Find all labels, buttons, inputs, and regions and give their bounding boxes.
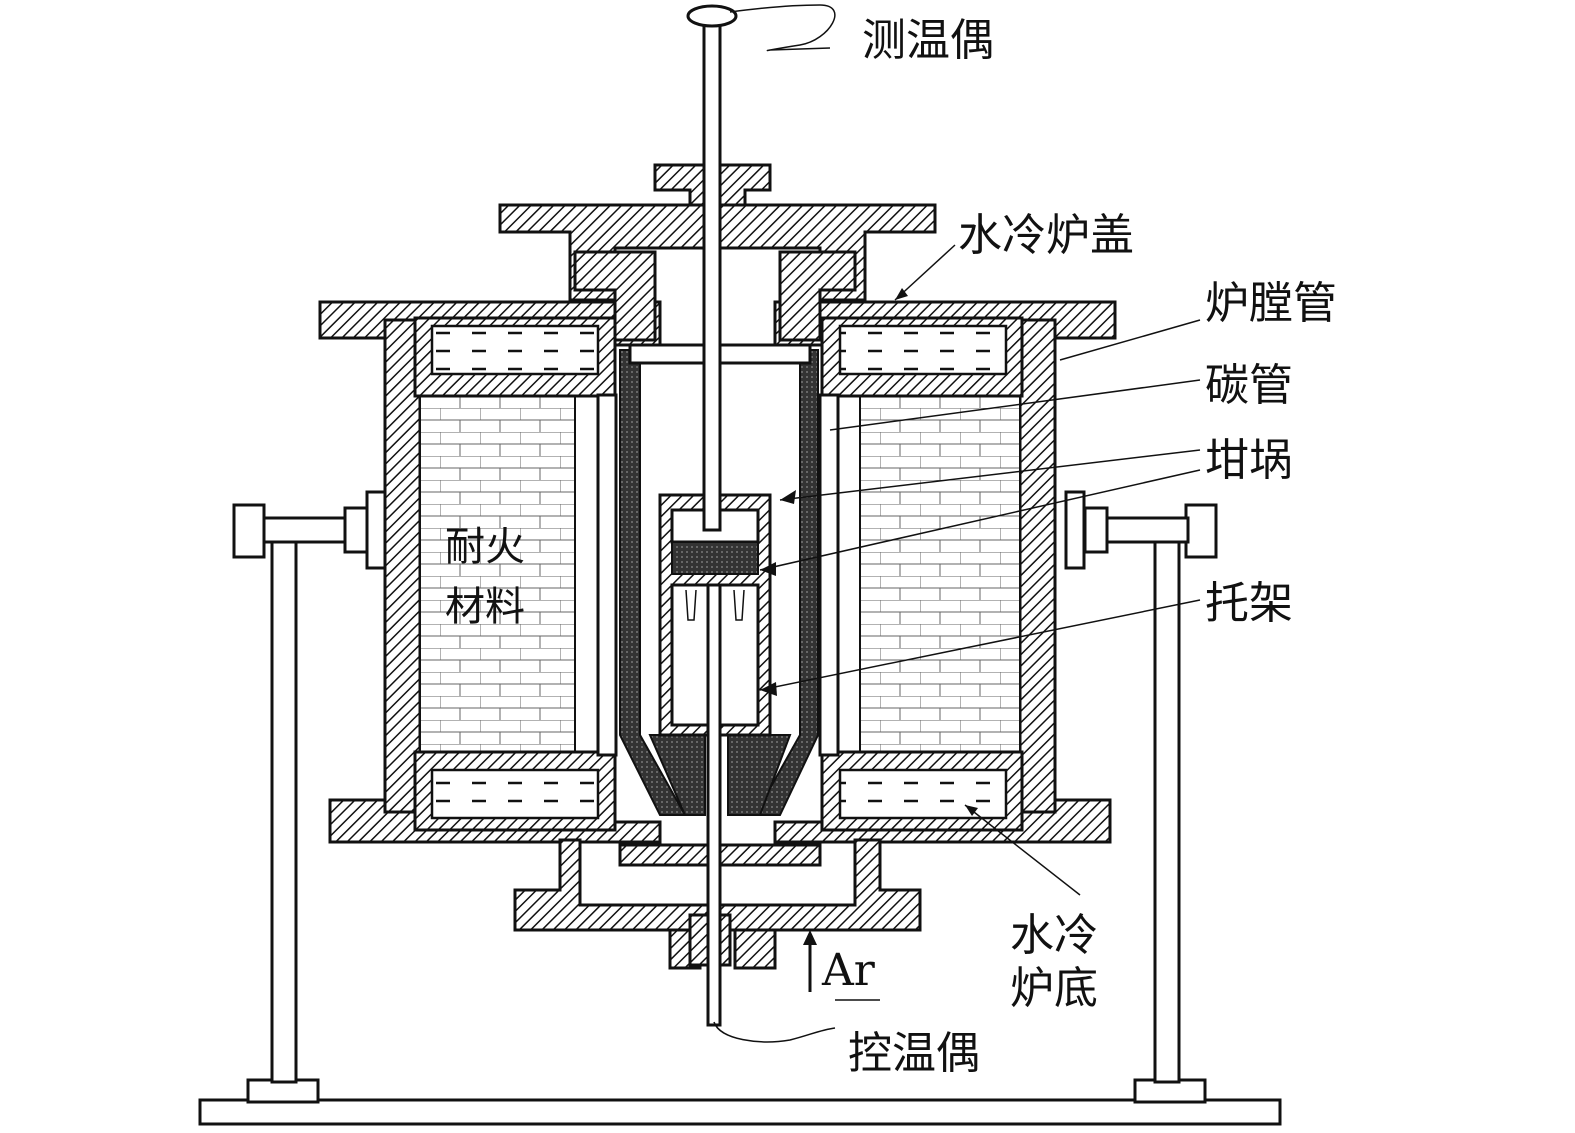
label-water-cooled-cover: 水冷炉盖 (958, 210, 1134, 261)
left-support-stand (232, 490, 387, 1104)
right-support-stand (1064, 490, 1218, 1104)
water-cooled-cover (498, 163, 937, 342)
label-bracket: 托架 (1205, 578, 1293, 629)
refractory-right (859, 394, 1021, 756)
control-thermocouple (706, 583, 836, 1043)
label-water-cooled-bottom-line2: 炉底 (1010, 963, 1098, 1014)
label-water-cooled-bottom-line1: 水冷 (1010, 910, 1098, 961)
label-crucible: 坩埚 (1205, 435, 1293, 486)
argon-inlet (803, 930, 817, 992)
furnace-tube (596, 393, 840, 757)
label-measure-thermocouple: 测温偶 (862, 15, 994, 66)
upper-water-jacket (413, 316, 1024, 398)
label-refractory-line1: 耐火 (445, 524, 525, 570)
label-refractory-line2: 材料 (445, 584, 525, 630)
water-cooled-bottom (513, 838, 922, 970)
base-plate (198, 1098, 1282, 1126)
label-carbon-tube: 碳管 (1205, 360, 1293, 411)
refractory-left (419, 394, 576, 756)
measure-thermocouple (686, 4, 836, 532)
leader-lines (759, 244, 1201, 1001)
label-control-thermocouple: 控温偶 (848, 1028, 980, 1079)
lower-water-jacket (413, 750, 1024, 832)
label-argon: Ar (821, 945, 876, 996)
label-furnace-tube: 炉膛管 (1205, 278, 1337, 329)
